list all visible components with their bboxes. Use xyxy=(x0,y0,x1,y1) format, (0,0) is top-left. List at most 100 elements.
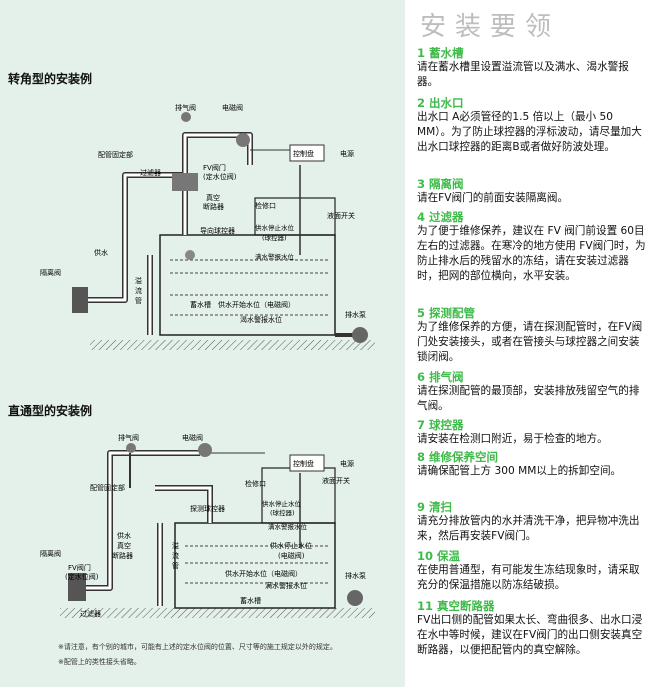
ground-hatch xyxy=(90,340,375,350)
item-body: FV出口侧的配管如果太长、弯曲很多、出水口浸在水中等时候，建议在FV阀门的出口侧… xyxy=(417,614,643,656)
guideline-item: 11 真空断路器 FV出口侧的配管如果太长、弯曲很多、出水口浸在水中等时候，建议… xyxy=(417,599,647,658)
page-title: 安装要领 xyxy=(420,12,561,42)
note-1: ※请注意，有个别的城市，可能有上述的定水位阀的位置、尺寸等的施工规定以外的规定。 xyxy=(58,643,337,651)
label-overflow-2: 流 xyxy=(135,286,142,295)
control-panel-box-2 xyxy=(289,454,325,472)
straight-type-diagram: 排气阀 电磁阀 控制盘 电源 检修口 配管固定部 液面开关 探测球控器 供水停止… xyxy=(40,433,375,618)
label2-full-level: 满水警报水位 xyxy=(265,581,307,590)
control-panel-box xyxy=(289,144,325,162)
supply-pipe xyxy=(80,132,253,303)
inspection-housing xyxy=(254,197,336,236)
note-2: ※配管上的类性接头省略。 xyxy=(58,658,141,666)
label2-overflow-1: 溢 xyxy=(172,541,179,550)
guideline-item: 1 蓄水槽 请在蓄水槽里设置溢流管以及满水、渴水警报器。 xyxy=(417,46,647,90)
label-low-alarm: 渴水警报水位 xyxy=(240,315,282,324)
label-float-switch: 液面开关 xyxy=(327,211,355,220)
diagram-panel: 转角型的安装例 排气阀 xyxy=(0,0,405,687)
item-heading: 11 真空断路器 xyxy=(417,599,495,613)
label-filter: 过滤器 xyxy=(140,168,161,177)
label-exhaust-valve: 排气阀 xyxy=(175,103,196,112)
guideline-item: 9 清扫 请充分排放管内的水并清洗干净，把异物冲洗出来，然后再安装FV阀门。 xyxy=(417,500,647,544)
label-overflow-3: 管 xyxy=(135,296,142,305)
label2-storage-tank: 蓄水槽 xyxy=(240,596,261,605)
ground-hatch-2 xyxy=(60,608,375,618)
label-fv-valve: FV阀门 xyxy=(203,163,226,172)
isolation-valve-shape-2 xyxy=(68,573,86,601)
item-body: 在使用普通型，有可能发生冻结现象时，请采取充分的保温措施以防冻结破损。 xyxy=(417,564,640,591)
item-heading: 8 维修保养空间 xyxy=(417,450,499,464)
guideline-item: 4 过滤器 为了便于维修保养，建议在 FV 阀门前设置 60目左右的过滤器。在寒… xyxy=(417,210,647,284)
label-solenoid-valve: 电磁阀 xyxy=(222,103,243,112)
label2-power: 电源 xyxy=(340,459,354,468)
guideline-item: 5 探测配管 为了维修保养的方便，请在探测配管时，在FV阀门处安装接头，或者在管… xyxy=(417,306,647,365)
label2-drain-pump: 排水泵 xyxy=(345,571,366,580)
guideline-item: 8 维修保养空间 请确保配管上方 300 MM以上的拆卸空间。 xyxy=(417,450,647,479)
label-supply-stop: 供水停止水位 xyxy=(255,223,295,232)
item-heading: 7 球控器 xyxy=(417,418,464,432)
label2-supply-stop-2: (球控器) xyxy=(270,508,295,517)
storage-tank xyxy=(159,234,336,336)
isolation-valve-shape xyxy=(72,287,88,313)
corner-type-diagram: 排气阀 电磁阀 配管固定部 过滤器 FV阀门 (定水位阀) 真空 断路器 控制盘… xyxy=(40,103,375,350)
label-drain-pump: 排水泵 xyxy=(345,310,366,319)
item-heading: 4 过滤器 xyxy=(417,210,464,224)
item-body: 请确保配管上方 300 MM以上的拆卸空间。 xyxy=(417,465,622,477)
label2-filter: 过滤器 xyxy=(80,609,101,618)
solenoid-valve-shape-2 xyxy=(198,443,212,457)
label-isolation-valve: 隔离阀 xyxy=(40,268,61,277)
label2-overflow-3: 管 xyxy=(172,561,179,570)
label2-fv-valve-2: (定水位阀) xyxy=(65,572,99,581)
label2-supply-start: 供水开始水位（电磁阀） xyxy=(225,569,302,578)
label2-isolation-valve: 隔离阀 xyxy=(40,549,61,558)
label-vacuum-2: 断路器 xyxy=(203,202,224,211)
storage-tank-2 xyxy=(174,522,336,609)
guideline-item: 6 排气阀 请在探测配管的最顶部，安装排放残留空气的排气阀。 xyxy=(417,370,647,414)
label2-vacuum-3: 断路器 xyxy=(112,551,133,560)
guideline-item: 2 出水口 出水口 A必须管径的1.5 倍以上（最小 50 MM）。为了防止球控… xyxy=(417,96,647,155)
item-body: 请充分排放管内的水并清洗干净，把异物冲洗出来，然后再安装FV阀门。 xyxy=(417,515,640,542)
label2-inspection-port: 检修口 xyxy=(245,479,266,488)
label2-full-alarm: 满水警报水位 xyxy=(268,522,308,531)
item-heading: 2 出水口 xyxy=(417,96,464,110)
label2-vacuum-2: 真空 xyxy=(117,541,131,550)
item-body: 请在探测配管的最顶部，安装排放残留空气的排气阀。 xyxy=(417,385,640,412)
label2-stop-level: 供水停止水位 xyxy=(270,541,312,550)
label-fv-valve-2: (定水位阀) xyxy=(203,172,237,181)
section2-title: 直通型的安装例 xyxy=(8,404,93,418)
exhaust-valve-shape-2 xyxy=(126,443,136,453)
drain-pump-shape-2 xyxy=(347,590,363,606)
label2-stop-level-2: (电磁阀) xyxy=(278,551,305,560)
exhaust-valve-shape xyxy=(181,112,191,122)
label-water-supply: 供水 xyxy=(94,248,108,257)
item-body: 请在FV阀门的前面安装隔离阀。 xyxy=(417,192,569,204)
label2-fv-valve: FV阀门 xyxy=(68,563,91,572)
drain-pump-shape xyxy=(352,327,368,343)
label2-pipe-fixing: 配管固定部 xyxy=(90,483,125,492)
fv-valve-shape xyxy=(172,173,198,191)
guideline-item: 7 球控器 请安装在检测口附近，易于检查的地方。 xyxy=(417,418,647,447)
label-pipe-fixing: 配管固定部 xyxy=(98,150,133,159)
item-heading: 6 排气阀 xyxy=(417,370,464,384)
solenoid-valve-shape xyxy=(236,133,250,147)
item-heading: 5 探测配管 xyxy=(417,306,476,320)
label2-control-panel: 控制盘 xyxy=(293,459,314,468)
guideline-item: 10 保温 在使用普通型，有可能发生冻结现象时，请采取充分的保温措施以防冻结破损… xyxy=(417,549,647,593)
label-overflow-1: 溢 xyxy=(135,276,142,285)
section1-title: 转角型的安装例 xyxy=(8,72,93,86)
label-full-alarm: 满水警报水位 xyxy=(255,252,295,261)
item-body: 为了维修保养的方便，请在探测配管时，在FV阀门处安装接头，或者在管接头与球控器之… xyxy=(417,321,643,363)
item-body: 请安装在检测口附近，易于检查的地方。 xyxy=(417,433,608,445)
label2-supply-stop: 供水停止水位 xyxy=(262,499,302,508)
item-heading: 1 蓄水槽 xyxy=(417,46,464,60)
label2-float-switch: 液面开关 xyxy=(322,476,350,485)
item-heading: 3 隔离阀 xyxy=(417,177,464,191)
label-vacuum: 真空 xyxy=(206,193,220,202)
label2-exhaust-valve: 排气阀 xyxy=(118,433,139,442)
item-body: 为了便于维修保养，建议在 FV 阀门前设置 60目左右的过滤器。在寒冷的地方使用… xyxy=(417,225,646,282)
item-body: 出水口 A必须管径的1.5 倍以上（最小 50 MM）。为了防止球控器的浮标波动… xyxy=(417,111,642,153)
label2-probe-ball: 探测球控器 xyxy=(190,504,225,513)
label2-vacuum-1: 供水 xyxy=(117,531,131,540)
label2-overflow-2: 流 xyxy=(172,551,179,560)
label2-solenoid-valve: 电磁阀 xyxy=(182,433,203,442)
label-inspection-port: 检修口 xyxy=(255,201,276,210)
